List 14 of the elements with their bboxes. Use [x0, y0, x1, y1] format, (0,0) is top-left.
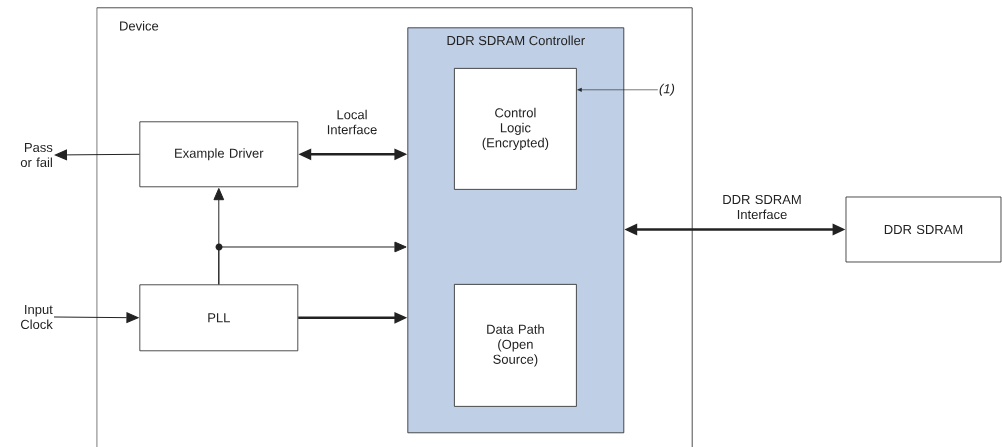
arrow [218, 241, 407, 285]
logic-box: Control Logic (Encrypted) [454, 68, 577, 190]
driver-box: Example Driver [139, 121, 299, 188]
arrow [577, 87, 659, 92]
edge-label: Local Interface [321, 108, 383, 136]
pll-box: PLL [139, 284, 299, 352]
output-label: Pass or fail [20, 142, 53, 167]
arrow [53, 312, 139, 324]
memory-box: DDR SDRAM [845, 196, 1002, 263]
note-marker: (1) [659, 83, 675, 96]
edge-label: DDR SDRAM Interface [718, 193, 806, 221]
datapath-box: Data Path (Open Source) [454, 284, 577, 407]
arrow [54, 149, 140, 161]
input-label: Input Clock [20, 304, 53, 329]
